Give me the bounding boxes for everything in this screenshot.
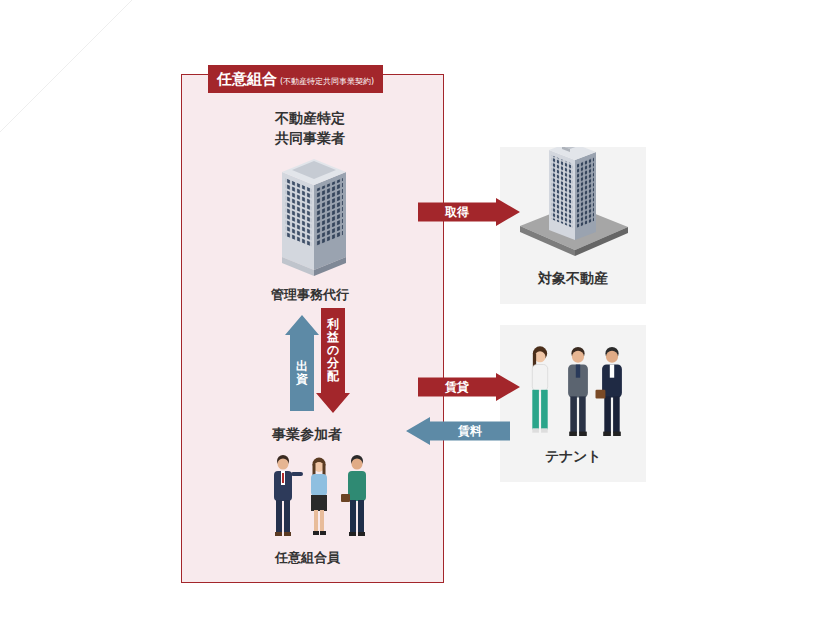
node-heading: 対象不動産 — [500, 269, 646, 289]
edge-label: 賃貸 — [445, 379, 469, 396]
block-arrow — [406, 417, 510, 445]
edge-label: 利益の分配 — [327, 318, 339, 384]
node-heading: 事業参加者 — [201, 425, 413, 445]
block-arrow — [285, 315, 319, 411]
tenant-panel: テナント — [500, 325, 646, 482]
node-caption: 管理事務代行 — [201, 286, 418, 304]
block-arrow — [418, 198, 520, 226]
node-heading: テナント — [500, 447, 646, 467]
edge-label: 賃料 — [458, 423, 482, 440]
operator-node: 不動産特定 共同事業者管理事務代行 — [201, 101, 418, 308]
edge-label: 取得 — [445, 204, 469, 221]
group-title: 任意組合 — [217, 70, 277, 88]
edge-label: 出資 — [296, 360, 308, 386]
header-band: 任意組合(不動産特定共同事業契約) — [208, 65, 383, 93]
node-heading: 不動産特定 共同事業者 — [265, 109, 353, 148]
group-subtitle: (不動産特定共同事業契約) — [280, 77, 374, 86]
node-caption: 任意組合員 — [201, 549, 413, 567]
block-arrow — [418, 373, 520, 401]
property-panel: 対象不動産 — [500, 147, 646, 304]
block-arrow — [316, 308, 350, 413]
